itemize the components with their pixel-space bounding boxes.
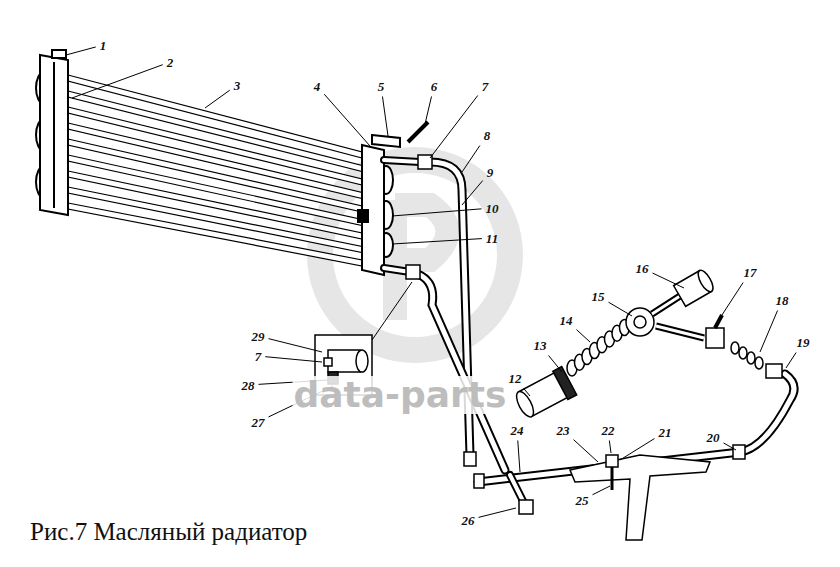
callout-number: 15: [591, 289, 606, 304]
support-bracket: [570, 455, 710, 540]
callout-number: 21: [658, 425, 673, 440]
callout-number: 17: [743, 265, 758, 280]
watermark-logo: [320, 160, 510, 350]
callout-number: 24: [510, 423, 525, 438]
callout-number: 8: [483, 128, 492, 143]
leader-line: [577, 330, 591, 342]
leader-line: [324, 94, 370, 146]
leader-line: [430, 95, 478, 158]
callout-number: 11: [485, 231, 499, 246]
leader-line: [724, 443, 737, 450]
callout-number: 5: [377, 79, 386, 94]
callout-number: 7: [254, 349, 263, 364]
callout-number: 16: [635, 261, 650, 276]
callout-number: 3: [233, 78, 242, 93]
callout-number: 26: [461, 513, 476, 528]
corrugation: [755, 357, 763, 369]
corrugation: [747, 352, 755, 364]
radiator-tube: [68, 171, 362, 239]
leader-line: [609, 441, 611, 454]
corrugation: [731, 342, 739, 354]
hoses: [384, 160, 794, 505]
left-header: [36, 50, 68, 215]
callout-number: 28: [241, 378, 256, 393]
bolt: [408, 122, 428, 142]
fitting-26: [519, 500, 533, 514]
callout-number: 12: [508, 371, 523, 386]
leader-line: [462, 181, 483, 205]
figure-caption: Рис.7 Масляный радиатор: [30, 518, 307, 546]
watermark: data-parts: [293, 376, 508, 414]
callout-number: 4: [313, 79, 322, 94]
radiator-core: [68, 75, 362, 266]
callout-number: 6: [430, 79, 439, 94]
callout-number: 14: [559, 313, 574, 328]
leader-line: [593, 486, 611, 495]
leader-line: [382, 97, 388, 137]
callout-number: 1: [99, 38, 108, 53]
leader-line: [786, 353, 796, 369]
bracket: [372, 135, 400, 147]
leader-line: [518, 441, 520, 473]
leader-line: [265, 357, 322, 362]
leader-line: [524, 389, 530, 397]
leader-line: [462, 146, 480, 173]
callout-number: 9: [486, 165, 495, 180]
radiator-tube: [68, 203, 362, 266]
corrugation: [739, 347, 747, 359]
callout-number: 25: [575, 493, 590, 508]
leader-line: [269, 339, 323, 352]
leader-line: [392, 209, 482, 216]
leader-line: [620, 439, 655, 460]
callout-number: 2: [166, 55, 175, 70]
leader-line: [425, 97, 432, 125]
leader-line: [653, 273, 685, 288]
callout-number: 10: [485, 201, 500, 216]
leader-line: [205, 90, 230, 108]
leader-line: [392, 239, 482, 244]
callout-number: 7: [481, 79, 490, 94]
callout-number: 27: [251, 415, 266, 430]
radiator-tube: [68, 187, 362, 253]
callout-number: 18: [775, 293, 790, 308]
leader-line: [66, 47, 96, 55]
leader-line: [720, 283, 743, 319]
leader-line: [574, 440, 599, 462]
leader-line: [609, 302, 633, 316]
leader-line: [760, 311, 778, 353]
leader-line: [72, 65, 163, 98]
leader-line: [549, 356, 562, 373]
callout-number: 20: [706, 430, 721, 445]
callout-number: 19: [796, 335, 811, 350]
callout-number: 23: [556, 423, 571, 438]
leader-line: [479, 508, 517, 517]
thermo-valve-assembly: [512, 268, 782, 421]
callout-number: 13: [533, 338, 548, 353]
callout-number: 29: [251, 329, 266, 344]
callout-number: 22: [601, 423, 616, 438]
